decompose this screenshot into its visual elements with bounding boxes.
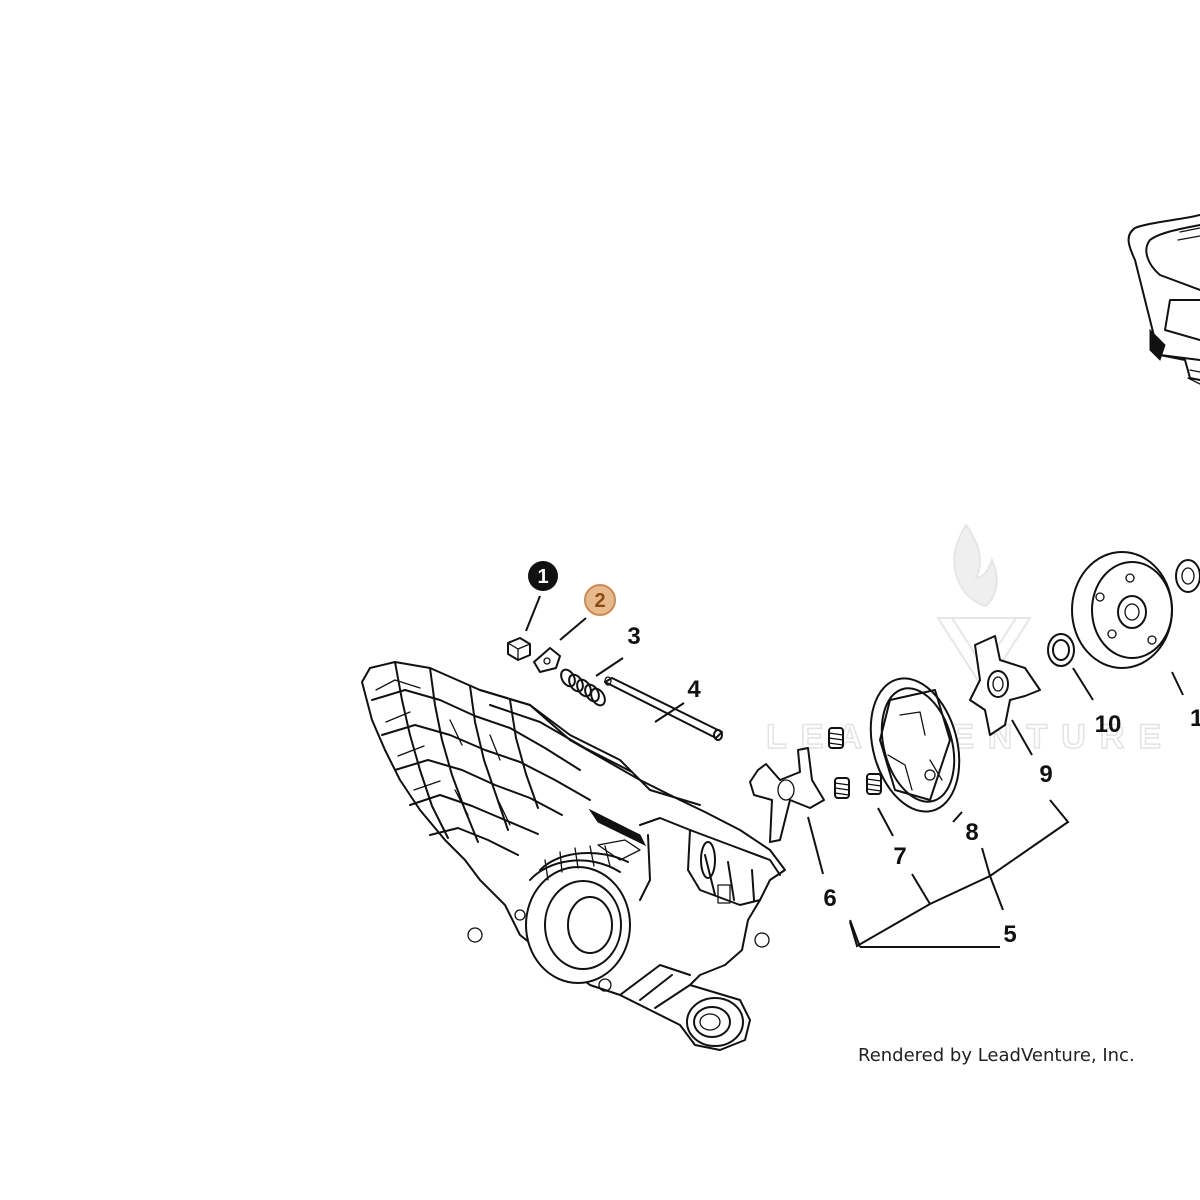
upper-engine-part-partial	[1127, 214, 1200, 385]
part-6-clutch-carrier[interactable]	[749, 747, 825, 843]
part-4-stud[interactable]	[604, 676, 723, 741]
callout-2-label: 2	[594, 590, 605, 612]
callout-2-badge[interactable]: 2	[584, 584, 616, 616]
callout-9-label[interactable]: 9	[1039, 761, 1052, 788]
part-2-plate[interactable]	[533, 647, 561, 673]
part-10-bearing[interactable]	[1047, 633, 1075, 667]
callout-1-label: 1	[537, 566, 548, 588]
callout-7-label[interactable]: 7	[893, 843, 906, 870]
part-8-clutch-shoes[interactable]	[857, 668, 973, 821]
callout-6-label[interactable]: 6	[823, 885, 836, 912]
part-11-clutch-drum[interactable]	[1071, 551, 1200, 669]
part-9-drive-hub[interactable]	[969, 635, 1041, 736]
callout-1-badge[interactable]: 1	[528, 561, 558, 591]
assembly-bracket	[849, 799, 1070, 948]
render-credit: Rendered by LeadVenture, Inc.	[858, 1045, 1135, 1066]
callout-10-label[interactable]: 10	[1095, 711, 1122, 738]
callout-11-label-partial[interactable]: 1	[1190, 705, 1200, 732]
crankcase-housing	[361, 661, 786, 1051]
callout-4-label[interactable]: 4	[687, 676, 701, 703]
part-1-nut[interactable]	[507, 637, 531, 661]
leader-lines	[525, 595, 1184, 948]
callout-3-label[interactable]: 3	[627, 623, 640, 650]
callout-5-label[interactable]: 5	[1003, 921, 1016, 948]
part-7-springs[interactable]	[828, 727, 882, 799]
callout-8-label[interactable]: 8	[965, 819, 978, 846]
part-3-spring[interactable]	[558, 667, 607, 708]
